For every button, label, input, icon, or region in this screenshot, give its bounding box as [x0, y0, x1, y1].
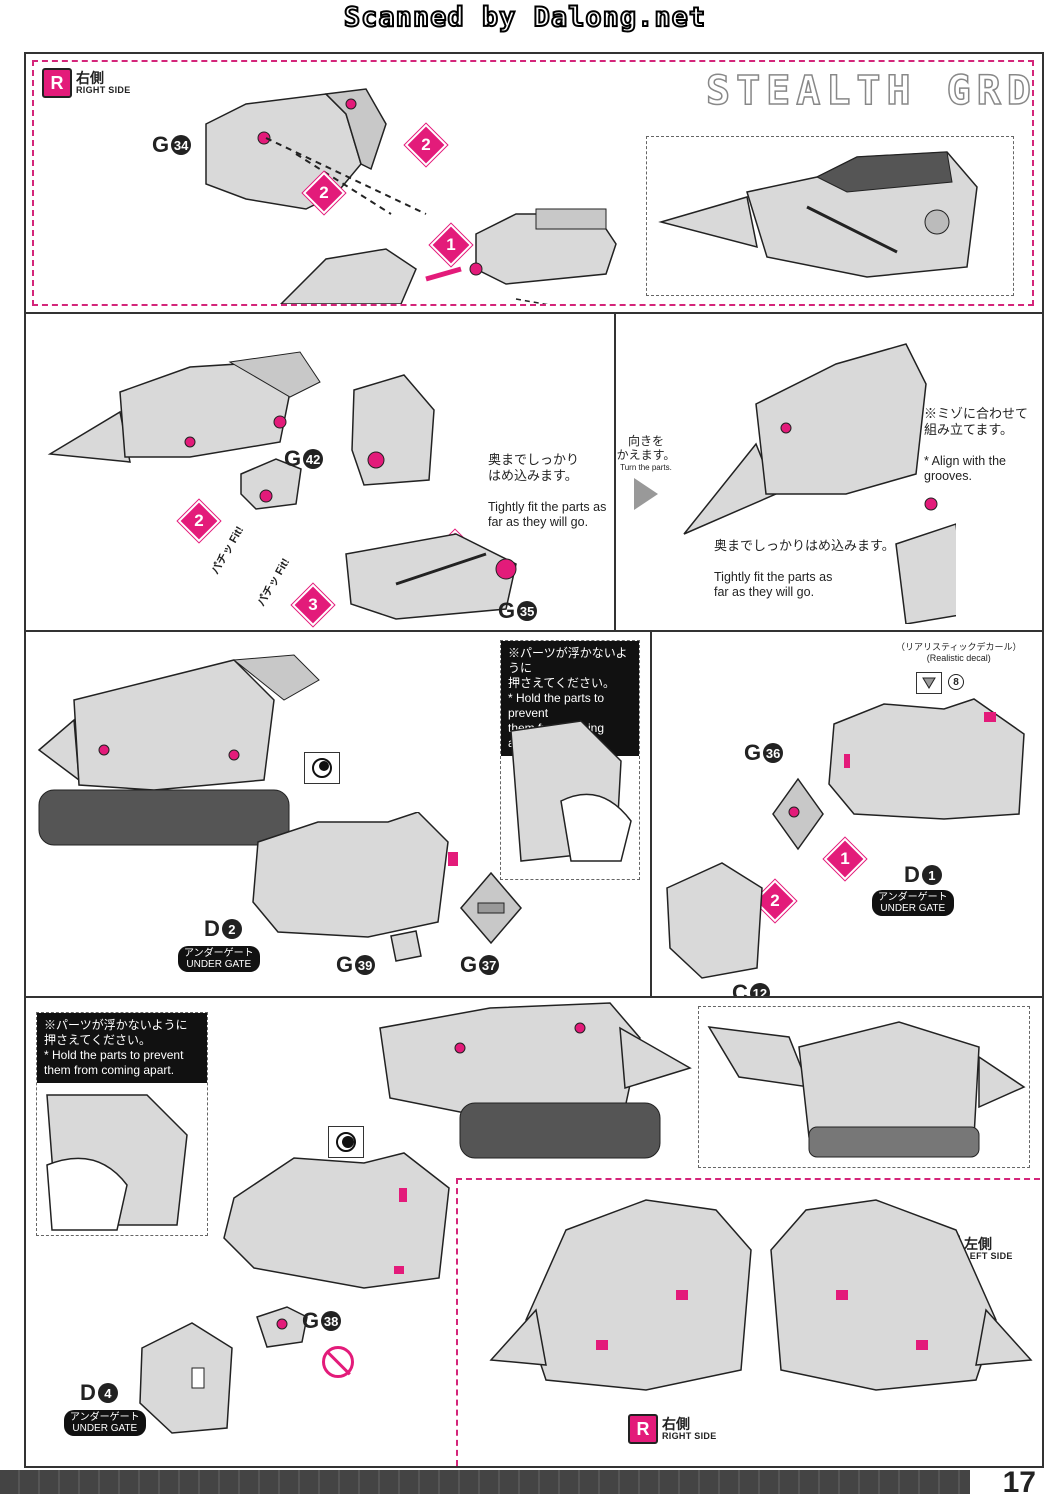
small-part-g38-illustration: [256, 1306, 308, 1348]
drill-with-tread-illustration: [37, 654, 320, 846]
panel3-divider: [650, 632, 652, 996]
completed-module-illustration: [707, 1021, 1026, 1158]
right-side-badge: R 右側 RIGHT SIDE: [42, 68, 131, 98]
top-bar: Scanned by Dalong.net: [0, 0, 1050, 40]
hand-holding-illustration-2: [46, 1094, 188, 1231]
completed-drill-illustration: [658, 151, 978, 278]
decal-number: 8: [948, 674, 964, 690]
fit-label-1: パチッ Fit!: [209, 524, 247, 577]
armor-plate-d1-illustration: [828, 698, 1025, 820]
tight-fit-note-1: 奥までしっかり はめ込みます。 Tightly fit the parts as…: [488, 451, 607, 530]
scanned-by-banner: Scanned by Dalong.net: [343, 1, 707, 34]
footer-bar: [0, 1470, 970, 1494]
thumb-press-icon: [304, 752, 340, 784]
connector-part-illustration: [240, 458, 302, 510]
step-2: 2: [177, 499, 221, 543]
hold-parts-inset: ※パーツが浮かないように 押さえてください。 * Hold the parts …: [500, 640, 640, 880]
armor-plate-c12-illustration: [666, 862, 763, 979]
turn-parts-note: 向きを かえます。 Turn the parts.: [616, 434, 676, 511]
right-side-letter-bottom: R: [628, 1414, 658, 1444]
small-part-g39-illustration: [390, 930, 422, 962]
step-3: 3: [291, 583, 335, 627]
fit-label-2: パチッ Fit!: [255, 556, 293, 609]
panel-final-assembly: ※パーツが浮かないように 押さえてください。 * Hold the parts …: [26, 998, 1042, 1466]
no-cement-icon: [322, 1346, 354, 1378]
bracket-g36-illustration: [772, 777, 824, 851]
armor-plate-large-illustration: [223, 1152, 450, 1289]
drill-with-tread-flipped-illustration: [379, 1002, 692, 1159]
drill-on-tread-illustration: [683, 343, 956, 624]
right-side-module-illustration: [489, 1199, 752, 1391]
armor-plate-d2-illustration: [252, 812, 458, 938]
base-plate-illustration: [345, 533, 517, 620]
right-side-dashed-frame: [32, 60, 1034, 306]
armor-block-illustration: [351, 374, 435, 486]
right-side-jp-bottom: 右側: [662, 1415, 690, 1432]
right-side-letter: R: [42, 68, 72, 98]
completed-module-inset: [698, 1006, 1030, 1168]
thumb-press-icon-2: [328, 1126, 364, 1158]
hold-parts-inset-2: ※パーツが浮かないように 押さえてください。 * Hold the parts …: [36, 1012, 208, 1236]
right-side-badge-bottom: R 右側 RIGHT SIDE: [628, 1414, 717, 1444]
drill-assembly-illustration: [205, 88, 617, 304]
realistic-decal-note: （リアリスティックデカール） (Realistic decal): [896, 642, 1022, 664]
completed-drill-inset: [646, 136, 1014, 296]
hand-holding-illustration: [510, 720, 632, 862]
panel2-divider: [614, 314, 616, 630]
right-side-en: RIGHT SIDE: [76, 84, 131, 95]
drill-body-illustration: [47, 351, 321, 463]
hold-parts-note-2: ※パーツが浮かないように 押さえてください。 * Hold the parts …: [37, 1013, 207, 1083]
decal-icon: [916, 672, 942, 694]
left-side-en: LEFT SIDE: [964, 1250, 1013, 1261]
background-title: STEALTH GRD: [705, 67, 1037, 115]
mirror-sides-dashed-frame: [456, 1178, 1040, 1466]
armor-plate-d4-illustration: [139, 1322, 233, 1434]
step-1-right: 1: [823, 837, 867, 881]
align-grooves-note: ※ミゾに合わせて 組み立てます。 * Align with the groove…: [924, 405, 1029, 484]
page-number: 17: [1002, 1466, 1036, 1499]
bracket-g37-illustration: [460, 871, 522, 945]
tight-fit-note-2: 奥までしっかりはめ込みます。 Tightly fit the parts as …: [714, 537, 895, 600]
left-side-module-illustration: [770, 1199, 1033, 1391]
right-side-en-bottom: RIGHT SIDE: [662, 1430, 717, 1441]
turn-arrow-icon: [634, 478, 658, 511]
left-side-jp: 左側: [964, 1235, 992, 1252]
right-side-jp: 右側: [76, 69, 104, 86]
